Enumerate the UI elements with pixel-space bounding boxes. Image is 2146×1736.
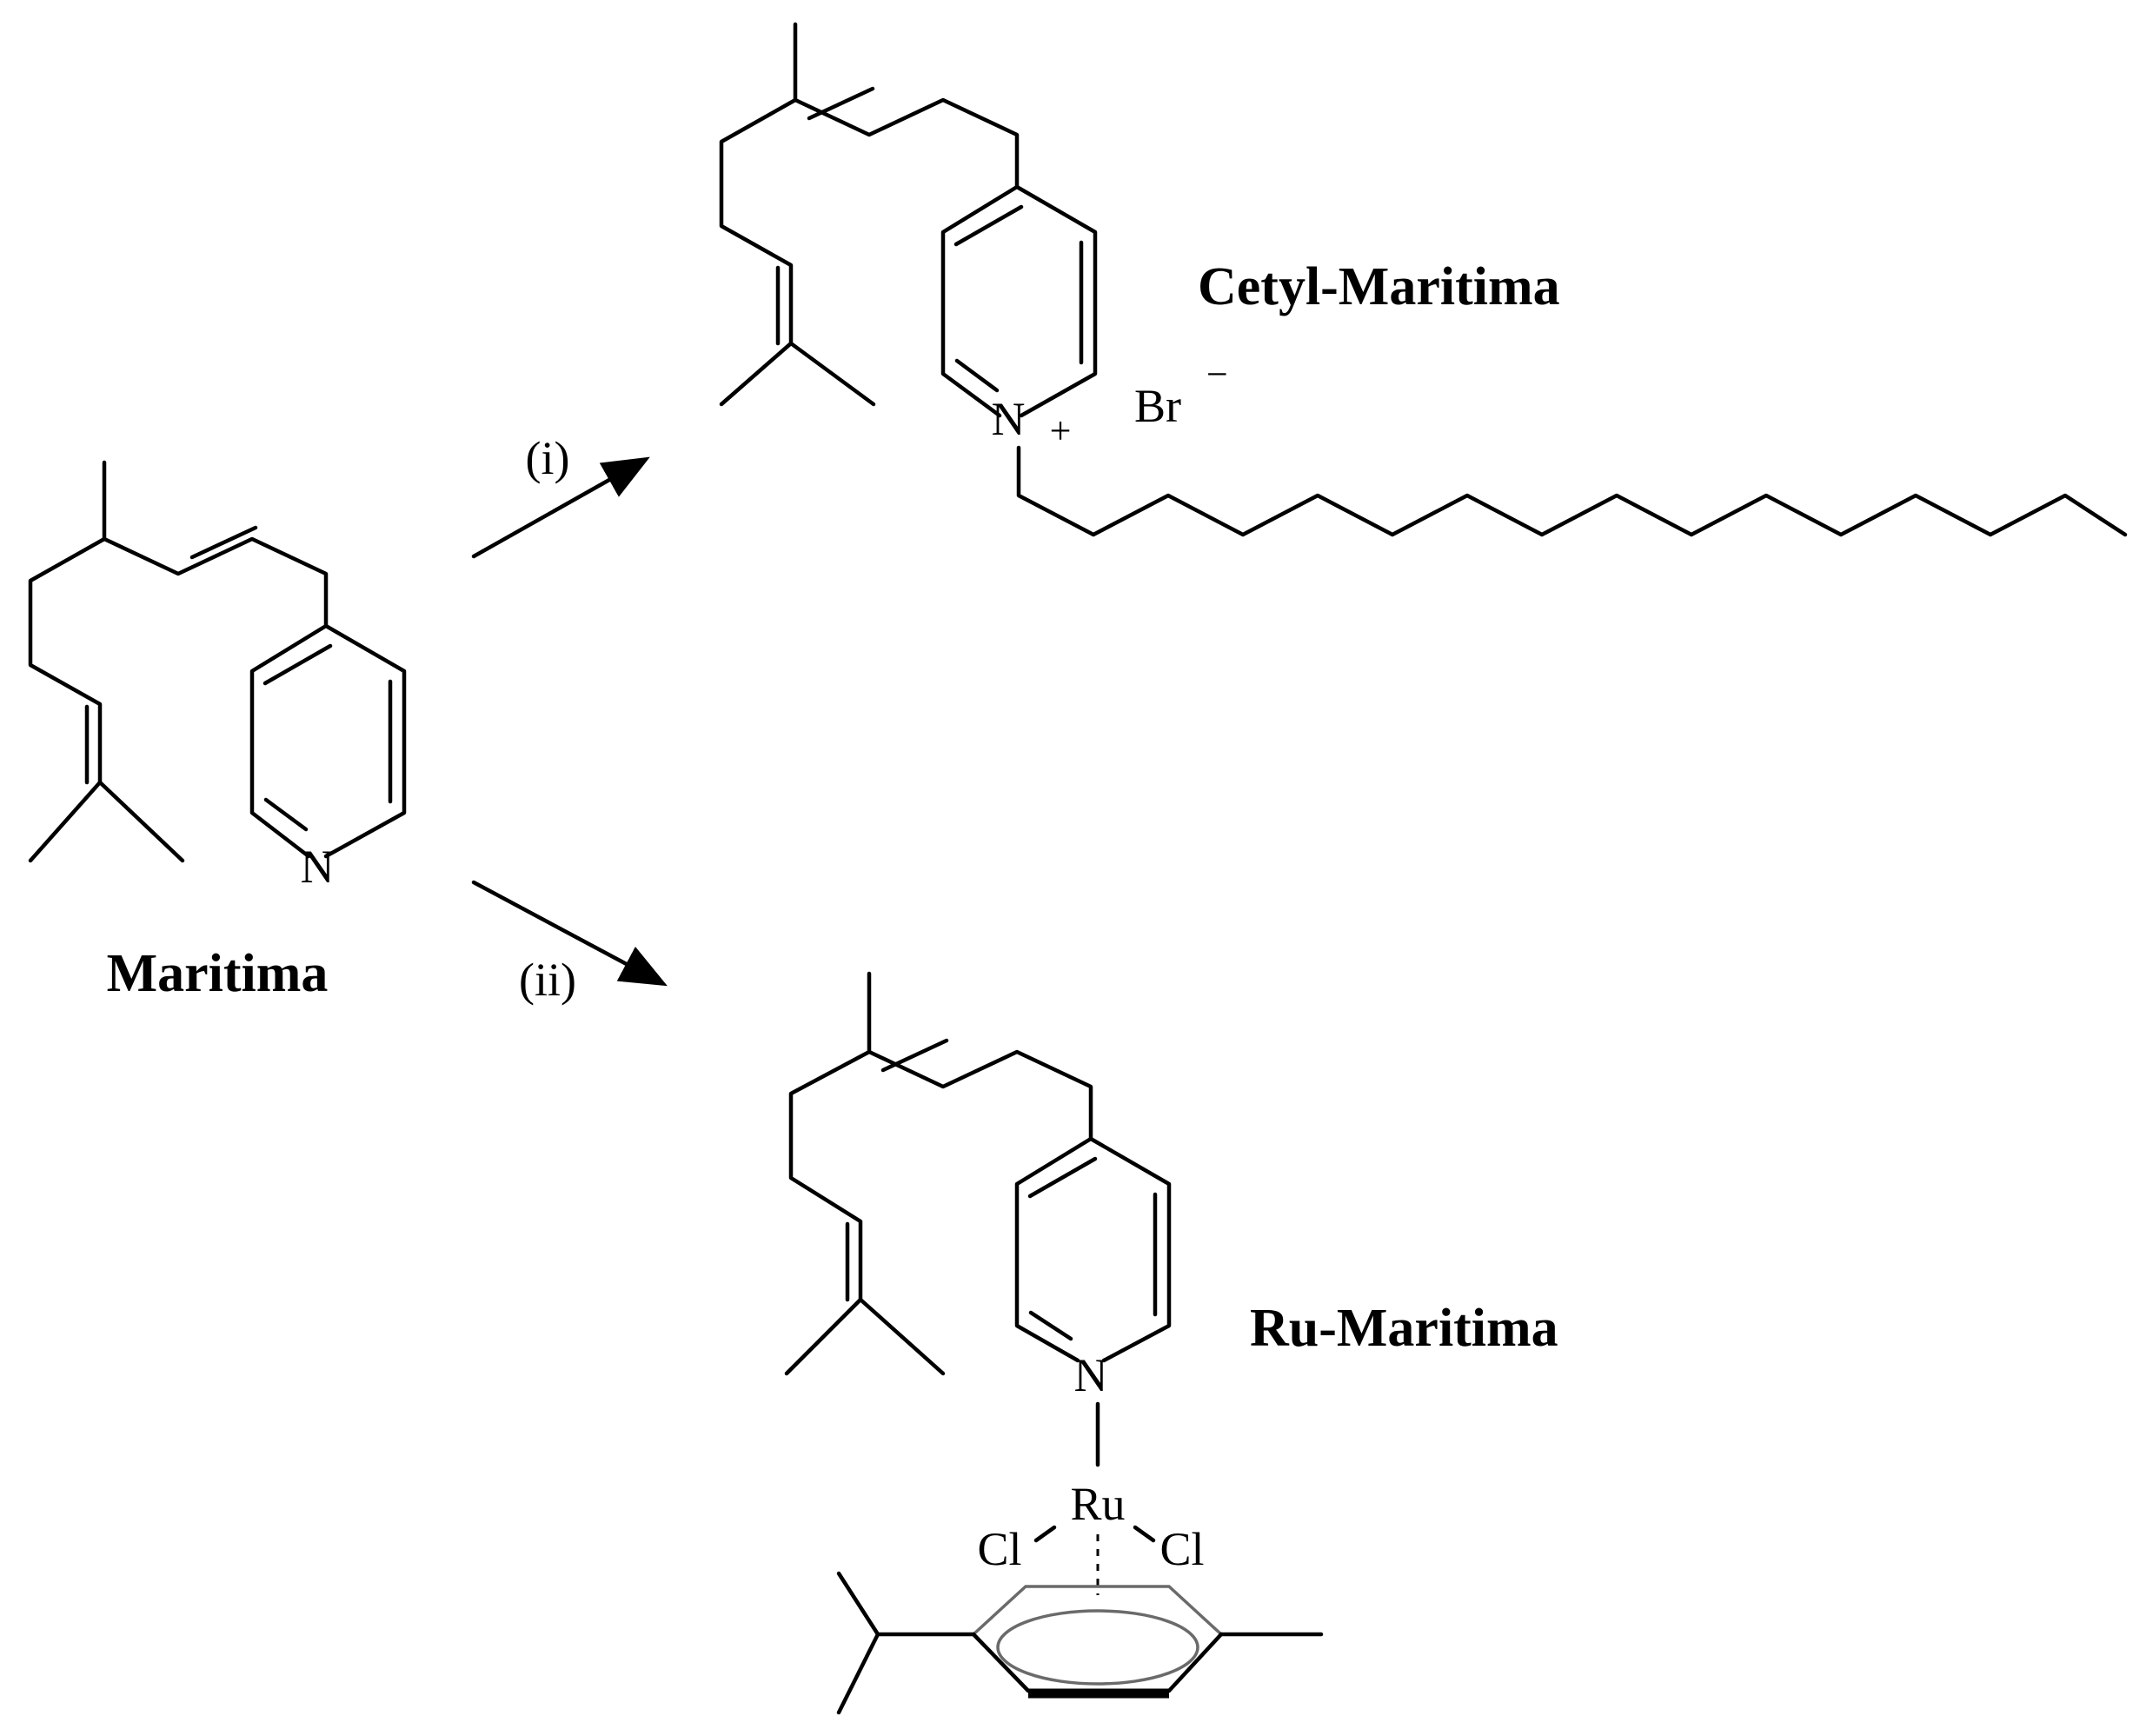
cetyl-ring-double-3 bbox=[954, 358, 1000, 393]
maritima-name: Maritima bbox=[107, 944, 329, 1003]
counterion-charge: − bbox=[1206, 353, 1228, 396]
cetyl-terpene-chain bbox=[793, 22, 1020, 190]
ru-terpene-chain bbox=[867, 971, 1093, 1141]
cetyl-maritima-structure: N + Br − bbox=[719, 22, 2128, 537]
ru-maritima-name: Ru-Maritima bbox=[1250, 1299, 1558, 1358]
arene-ring-back bbox=[972, 1585, 1223, 1636]
step-ii-label: (ii) bbox=[519, 954, 576, 1006]
arrow-step-i bbox=[471, 456, 650, 559]
arene-isopropyl-methyl-1 bbox=[836, 1571, 880, 1637]
ru-ring-double-1 bbox=[1027, 1156, 1098, 1199]
cetyl-double-bond-1 bbox=[807, 86, 875, 121]
ru-ring-double-3 bbox=[1028, 1310, 1073, 1341]
arene-isopropyl-methyl-2 bbox=[836, 1632, 880, 1715]
maritima-ring-double-3 bbox=[263, 797, 309, 832]
cetyl-hexadecyl-chain bbox=[1016, 445, 2128, 537]
maritima-structure: N bbox=[28, 460, 407, 893]
cetyl-maritima-name: Cetyl-Maritima bbox=[1198, 257, 1560, 316]
arene-aromatic-circle bbox=[996, 1609, 1199, 1686]
maritima-pyridine-ring bbox=[249, 623, 407, 859]
cl-left-label: Cl bbox=[977, 1523, 1021, 1575]
maritima-terpene-chain bbox=[102, 460, 329, 629]
ru-terpene-tail bbox=[788, 1049, 946, 1376]
arrow-step-ii bbox=[471, 880, 668, 987]
ru-pyridine-ring bbox=[1014, 1136, 1172, 1363]
maritima-double-bond-1 bbox=[189, 525, 258, 560]
ru-maritima-structure: N Ru Cl Cl bbox=[784, 971, 1324, 1715]
cl-right-label: Cl bbox=[1159, 1523, 1204, 1575]
ru-methyl-end bbox=[784, 1297, 863, 1376]
maritima-terpene-tail bbox=[28, 536, 185, 863]
cetyl-ring-double-1 bbox=[953, 204, 1024, 247]
ru-cl-bond-right bbox=[1133, 1525, 1156, 1543]
cetyl-terpene-tail bbox=[719, 97, 876, 407]
cetyl-n-label: N bbox=[992, 393, 1026, 445]
ru-double-bond-1 bbox=[880, 1038, 949, 1073]
ru-n-label: N bbox=[1074, 1349, 1108, 1401]
cetyl-n-charge: + bbox=[1050, 409, 1072, 452]
cetyl-methyl-end bbox=[719, 341, 794, 407]
maritima-n-label: N bbox=[301, 841, 335, 893]
cetyl-pyridinium-ring bbox=[940, 184, 1098, 418]
maritima-methyl-end bbox=[28, 780, 103, 863]
ru-cl-bond-left bbox=[1033, 1525, 1057, 1543]
maritima-ring-double-1 bbox=[262, 643, 333, 686]
step-i-label: (i) bbox=[526, 432, 570, 484]
counterion-label: Br bbox=[1134, 380, 1181, 432]
ru-metal-label: Ru bbox=[1070, 1478, 1125, 1530]
